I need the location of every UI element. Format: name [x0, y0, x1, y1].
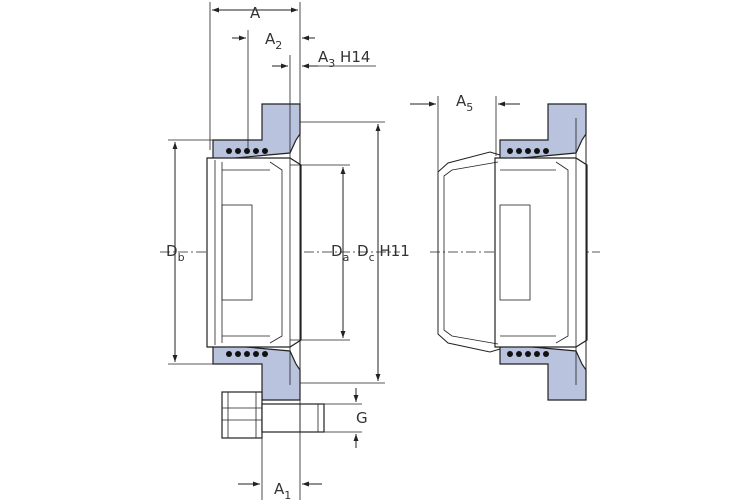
seal-tube-right [494, 157, 588, 348]
spring-bottom [226, 351, 268, 357]
end-cap [437, 151, 501, 353]
bolt [221, 391, 325, 439]
spring-top [226, 148, 268, 154]
label-A5: A5 [456, 92, 473, 114]
label-A1: A1 [274, 480, 291, 502]
label-G: G [356, 409, 368, 427]
label-Da: Da [331, 242, 349, 264]
labels: A A2 A3 H14 A5 Db Da Dc H11 G A1 [166, 4, 473, 502]
left-view [160, 2, 400, 500]
housing-bottom-right [499, 343, 587, 401]
label-A: A [250, 4, 261, 22]
label-Dc: Dc H11 [357, 242, 410, 264]
spring-top-right [507, 148, 549, 154]
right-view [410, 96, 600, 401]
spring-bottom-right [507, 351, 549, 357]
label-A2: A2 [265, 30, 282, 52]
label-Db: Db [166, 242, 185, 264]
seal-tube [206, 157, 302, 348]
label-A3: A3 H14 [318, 48, 370, 70]
